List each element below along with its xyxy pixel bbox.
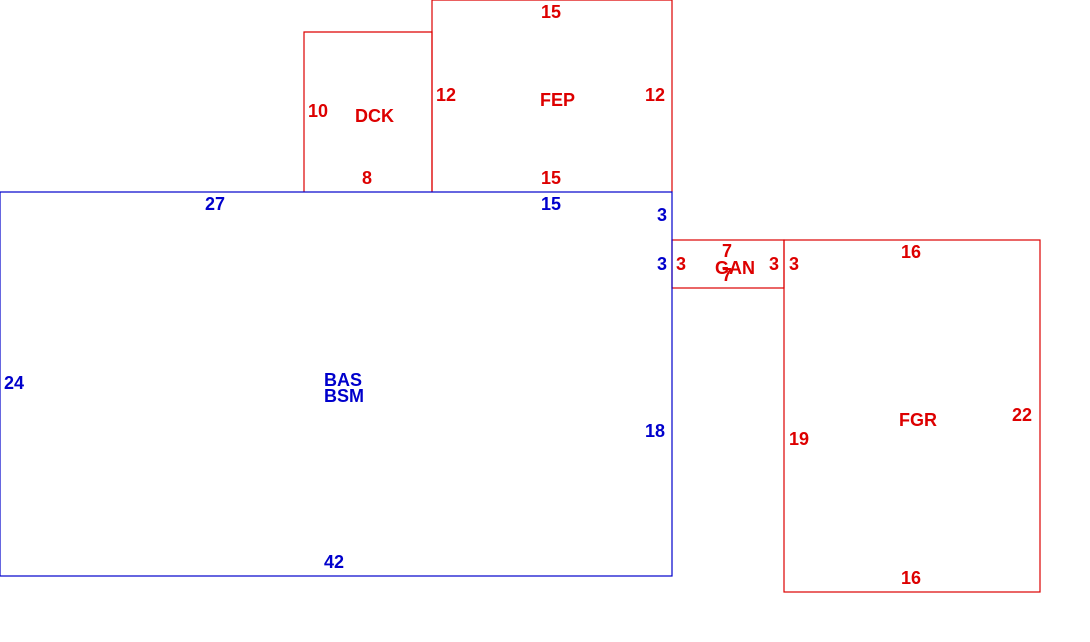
dck-area-code: DCK bbox=[355, 106, 394, 126]
gan-area-code: GAN bbox=[715, 258, 755, 278]
fgr-top-dimension: 16 bbox=[901, 242, 921, 262]
bsm-area-code: BSM bbox=[324, 386, 364, 406]
fep-top-dimension: 15 bbox=[541, 2, 561, 22]
gan-top-dimension: 7 bbox=[722, 241, 732, 261]
bas-top-left-dimension: 27 bbox=[205, 194, 225, 214]
dck-area: 10 DCK 8 bbox=[303, 31, 433, 192]
fep-left-dimension: 12 bbox=[436, 85, 456, 105]
gan-area: 7 3 GAN 7 3 bbox=[671, 239, 785, 289]
bas-right-upper-dimension-a: 3 bbox=[657, 205, 667, 225]
bas-right-upper-dimension-b: 3 bbox=[657, 254, 667, 274]
gan-right-dimension: 3 bbox=[769, 254, 779, 274]
fgr-left-outer-dimension: 3 bbox=[789, 254, 799, 274]
fep-right-dimension: 12 bbox=[645, 85, 665, 105]
dck-bottom-dimension: 8 bbox=[362, 168, 372, 188]
bas-area: 27 15 3 3 24 BAS BSM 18 42 bbox=[0, 191, 673, 577]
bas-outline bbox=[0, 191, 673, 577]
fgr-outline bbox=[783, 239, 1041, 593]
fep-outline bbox=[431, 0, 673, 192]
fep-bottom-dimension: 15 bbox=[541, 168, 561, 188]
fgr-area-code: FGR bbox=[899, 410, 937, 430]
fgr-right-dimension: 22 bbox=[1012, 405, 1032, 425]
gan-bottom-dimension: 7 bbox=[722, 265, 732, 285]
fgr-bottom-dimension: 16 bbox=[901, 568, 921, 588]
gan-left-dimension: 3 bbox=[676, 254, 686, 274]
bas-area-code: BAS bbox=[324, 370, 362, 390]
fgr-left-dimension: 19 bbox=[789, 429, 809, 449]
bas-right-lower-dimension: 18 bbox=[645, 421, 665, 441]
bas-top-right-dimension: 15 bbox=[541, 194, 561, 214]
bas-bottom-dimension: 42 bbox=[324, 552, 344, 572]
fep-area-code: FEP bbox=[540, 90, 575, 110]
fep-area: 15 12 FEP 12 15 bbox=[431, 0, 673, 192]
fgr-area: 16 3 19 FGR 22 16 bbox=[783, 239, 1041, 593]
dck-left-dimension: 10 bbox=[308, 101, 328, 121]
bas-left-dimension: 24 bbox=[4, 373, 24, 393]
